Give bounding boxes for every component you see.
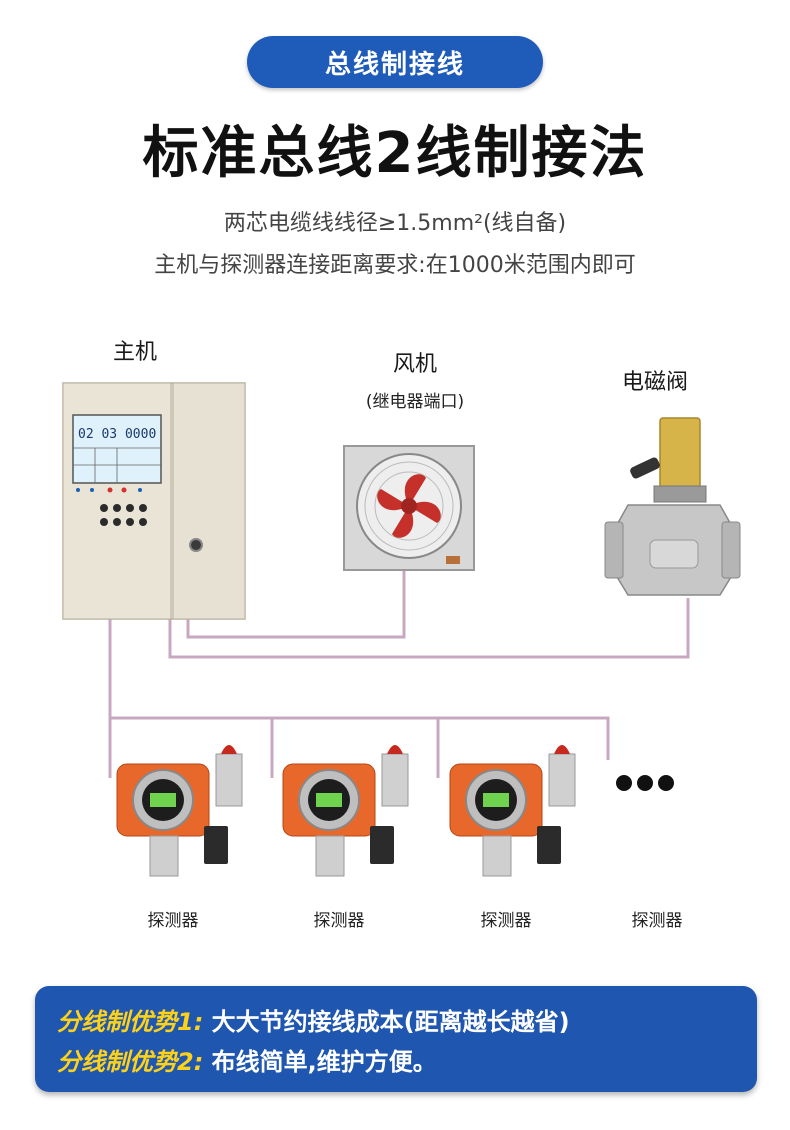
subtitle-distance: 主机与探测器连接距离要求:在1000米范围内即可 <box>154 253 636 278</box>
host-label: 主机 <box>112 340 157 365</box>
valve-icon <box>604 417 741 596</box>
wire-valve <box>168 598 690 659</box>
advantage-key-2: 分线制优势2: <box>57 1048 204 1076</box>
host-buttons <box>100 504 147 526</box>
more-dot-3 <box>658 775 674 791</box>
advantages-panel: 分线制优势1: 大大节约接线成本(距离越长越省) 分线制优势2: 布线简单,维护… <box>35 986 757 1092</box>
lock-icon <box>189 538 203 552</box>
detector-label-3: 探测器 <box>480 911 532 931</box>
host-screen-readout: 02 03 0000 <box>78 427 156 442</box>
screen-value-3: 0000 <box>124 427 157 442</box>
advantage-value-2: 布线简单,维护方便。 <box>211 1048 437 1076</box>
detector-icon-3 <box>449 745 576 877</box>
advantage-key-1: 分线制优势1: <box>57 1008 204 1036</box>
header-badge: 总线制接线 <box>247 36 543 88</box>
wire-fan <box>186 568 406 639</box>
advantage-row-1: 分线制优势1: 大大节约接线成本(距离越长越省) <box>57 1002 570 1037</box>
wire-bus-top <box>108 618 610 760</box>
fan-label: 风机 <box>392 352 437 377</box>
detector-icon-2 <box>282 745 409 877</box>
screen-value-1: 02 <box>78 427 94 442</box>
detector-label-4: 探测器 <box>631 911 683 931</box>
detector-label-2: 探测器 <box>313 911 365 931</box>
fan-icon <box>343 445 475 571</box>
advantage-row-2: 分线制优势2: 布线简单,维护方便。 <box>57 1042 437 1077</box>
more-dot-1 <box>616 775 632 791</box>
advantage-value-1: 大大节约接线成本(距离越长越省) <box>211 1008 570 1036</box>
detector-icon-1 <box>116 745 243 877</box>
detector-label-1: 探测器 <box>147 911 199 931</box>
wires <box>108 568 690 778</box>
screen-value-2: 03 <box>101 427 118 442</box>
page-title: 标准总线2线制接法 <box>142 121 648 186</box>
fan-sublabel: (继电器端口) <box>365 392 465 412</box>
subtitle-cable-spec: 两芯电缆线线径≥1.5mm²(线自备) <box>223 211 567 236</box>
more-dot-2 <box>637 775 653 791</box>
valve-label: 电磁阀 <box>621 370 688 395</box>
host-cabinet <box>62 382 246 620</box>
